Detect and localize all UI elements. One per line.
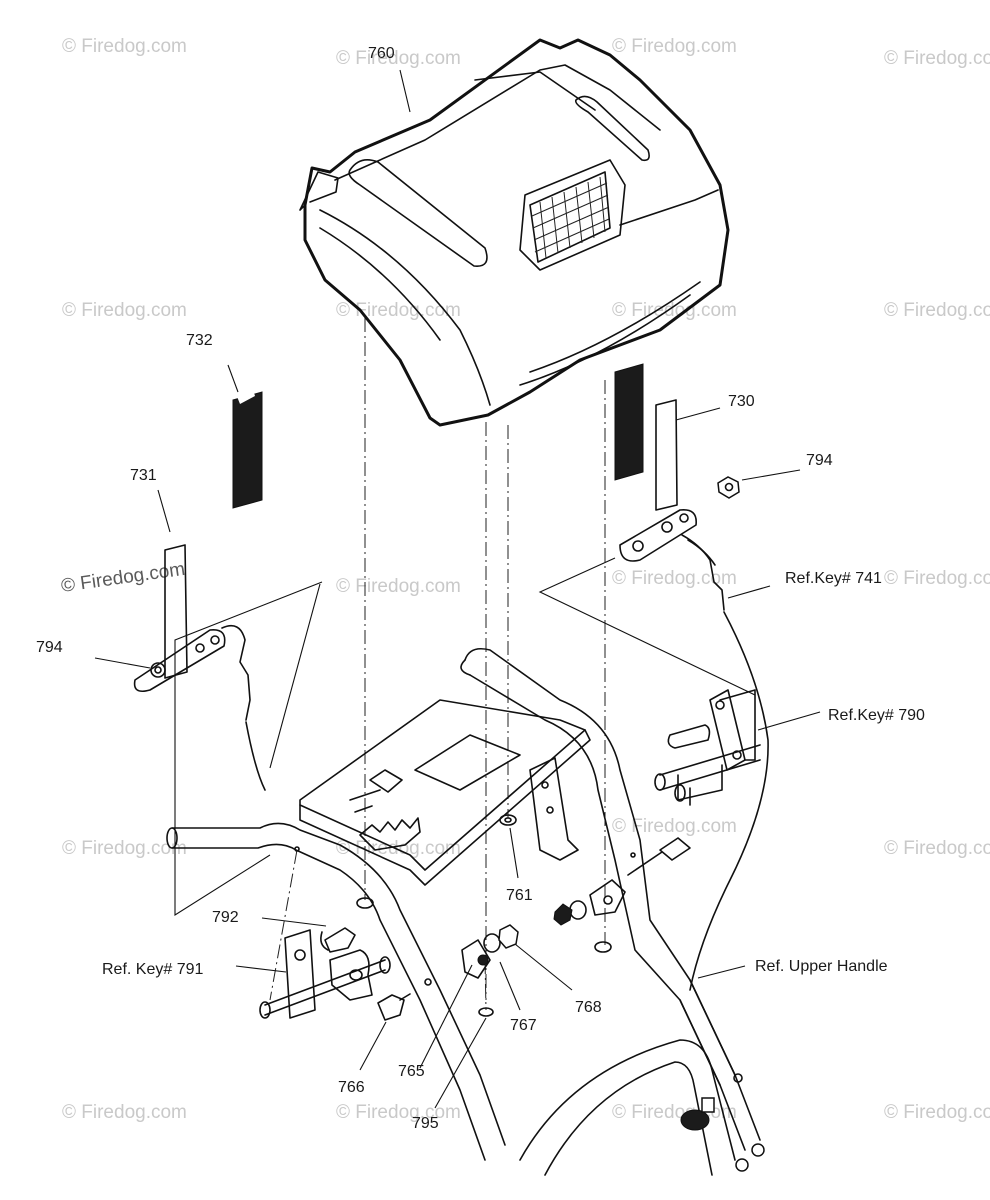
handle-frame [166,647,765,1176]
decal-right [614,363,644,481]
callout-ref-upper-handle: Ref. Upper Handle [755,958,888,975]
watermark: © Firedog.com [884,568,990,589]
callout-ref-741: Ref.Key# 741 [785,570,882,587]
callout-794-right: 794 [806,452,833,469]
watermark: © Firedog.com [336,1102,461,1123]
watermark: © Firedog.com [612,300,737,321]
shift-rod-730 [619,399,740,611]
watermark: © Firedog.com [884,300,990,321]
watermark: © Firedog.com [336,576,461,597]
hardware [294,814,636,1021]
watermark: © Firedog.com [62,300,187,321]
watermark: © Firedog.com [612,1102,737,1123]
callouts: 760 732 730 731 794 794 Ref.Key# 741 Ref… [36,45,925,1132]
control-cable [689,611,769,991]
shift-bracket-791 [259,927,391,1019]
watermark: © Firedog.com [884,838,990,859]
callout-795: 795 [412,1115,439,1132]
shift-rod-731 [133,544,266,791]
callout-766: 766 [338,1079,365,1096]
alignment-lines [269,318,606,1011]
watermark: © Firedog.com [60,559,187,597]
watermark: © Firedog.com [612,816,737,837]
shift-bracket-790 [627,689,761,876]
watermark: © Firedog.com [62,36,187,57]
callout-760: 760 [368,45,395,62]
callout-732: 732 [186,332,213,349]
callout-730: 730 [728,393,755,410]
leader-lines [94,69,821,1109]
watermark: © Firedog.com [62,1102,187,1123]
callout-ref-790: Ref.Key# 790 [828,707,925,724]
callout-767: 767 [510,1017,537,1034]
callout-768: 768 [575,999,602,1016]
watermark: © Firedog.com [62,838,187,859]
watermark: © Firedog.com [336,300,461,321]
callout-792: 792 [212,909,239,926]
decal-732 [232,386,263,509]
callout-731: 731 [130,467,157,484]
callout-765: 765 [398,1063,425,1080]
assembly-lines [174,557,756,916]
watermark: © Firedog.com [612,36,737,57]
callout-794-left: 794 [36,639,63,656]
callout-761: 761 [506,887,533,904]
callout-ref-791: Ref. Key# 791 [102,961,204,978]
control-panel [299,699,591,886]
watermark: © Firedog.com [884,1102,990,1123]
watermark: © Firedog.com [884,48,990,69]
watermark: © Firedog.com [336,48,461,69]
watermark: © Firedog.com [612,568,737,589]
console-cover-760 [299,38,730,427]
